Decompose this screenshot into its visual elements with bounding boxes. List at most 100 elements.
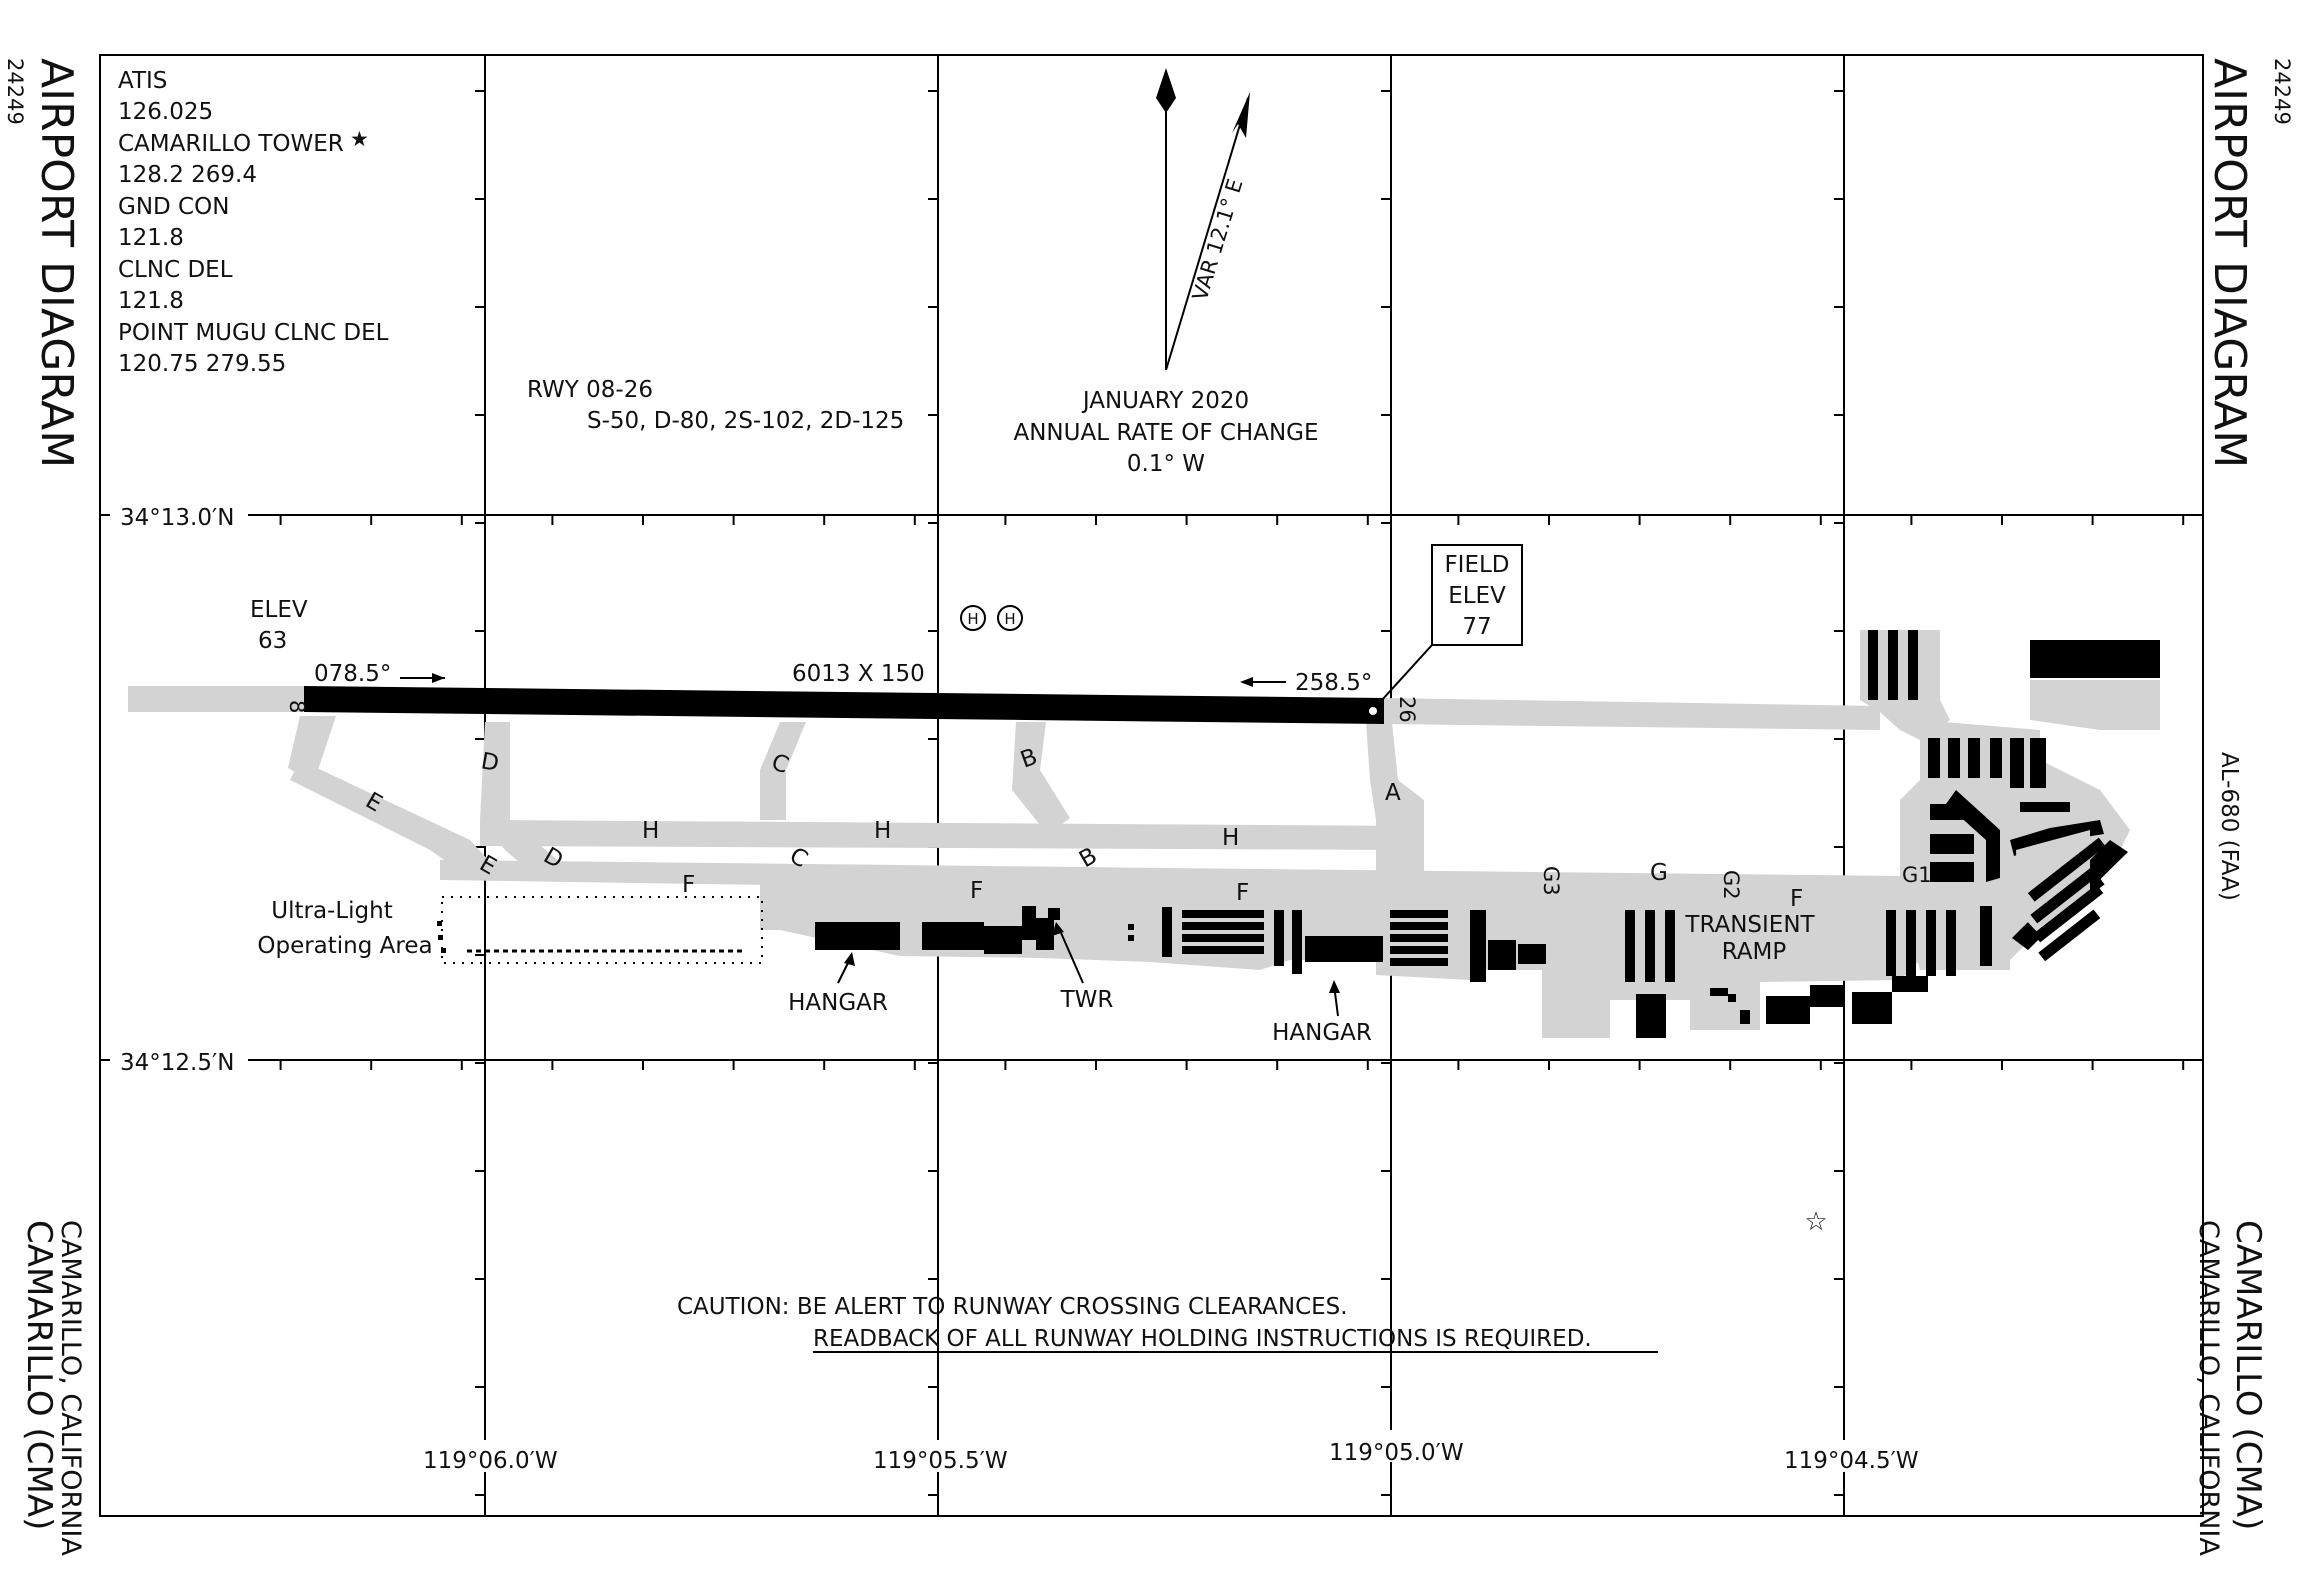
ultralight-label-1: Ultra-Light — [271, 898, 393, 924]
heliports: H H — [960, 605, 1023, 631]
heliport-icon — [997, 605, 1023, 631]
title-left: AIRPORT DIAGRAM — [31, 58, 82, 468]
longitude-label-4: 119°04.5′W — [1784, 1448, 1919, 1474]
beacon-icon: ☆ — [1804, 1207, 1827, 1237]
magnetic-north-arrow-icon — [1232, 92, 1250, 138]
runway-end-8: 8 — [285, 700, 309, 713]
runway-strength: RWY 08-26 S-50, D-80, 2S-102, 2D-125 — [527, 377, 904, 434]
rate-of-change-title: ANNUAL RATE OF CHANGE — [1013, 420, 1318, 446]
variation-epoch: JANUARY 2020 — [1081, 388, 1249, 414]
caution-note: CAUTION: BE ALERT TO RUNWAY CROSSING CLE… — [677, 1294, 1658, 1353]
heading-8-arrow-icon — [432, 673, 445, 683]
north-ramp — [1860, 630, 1950, 740]
airport-name-left: CAMARILLO (CMA) — [19, 1220, 59, 1530]
latitude-label-2: 34°12.5′N — [120, 1050, 234, 1076]
freq-value-5: 120.75 279.55 — [118, 351, 286, 377]
taxiway-label-h1: H — [642, 818, 659, 844]
freq-value-2: 128.2 269.4 — [118, 162, 257, 188]
ultralight-label-2: Operating Area — [257, 933, 432, 959]
taxiway-label-a: A — [1385, 780, 1401, 806]
procedure-number-left: 24249 — [3, 58, 27, 125]
elevations: ELEV 63 FIELD ELEV 77 — [250, 544, 1523, 701]
taxiway-label-f2: F — [970, 878, 983, 904]
runway-heading-8: 078.5° — [314, 661, 391, 687]
taxiway-label-h2: H — [874, 818, 891, 844]
field-elev-value: 77 — [1462, 614, 1491, 640]
hangar-arrow-icon — [844, 952, 855, 966]
elev-label: ELEV — [250, 597, 308, 623]
field-elev-box — [1431, 544, 1523, 646]
field-elev-label-2: ELEV — [1448, 583, 1506, 609]
tower-building — [1048, 908, 1060, 920]
frequency-box: ATIS 126.025 CAMARILLO TOWER ★ 128.2 269… — [112, 60, 402, 390]
tower-arrow-icon — [1052, 922, 1064, 936]
freq-value-1: 126.025 — [118, 99, 213, 125]
freq-value-3: 121.8 — [118, 225, 184, 251]
longitude-label-1: 119°06.0′W — [423, 1448, 558, 1474]
runway-end-26: 26 — [1395, 696, 1419, 723]
field-elevation-point — [1369, 707, 1377, 715]
chart-id: AL-680 (FAA) — [2216, 752, 2242, 901]
freq-name-1: ATIS — [118, 68, 167, 94]
tower-label: TWR — [1060, 987, 1114, 1013]
freq-name-3: GND CON — [118, 194, 229, 220]
freq-name-5: POINT MUGU CLNC DEL — [118, 320, 389, 346]
transient-ramp-label-1: TRANSIENT — [1684, 912, 1815, 938]
hangar-building — [1305, 936, 1383, 962]
taxiway-label-f4: F — [1790, 886, 1803, 912]
runway-dimensions: 6013 X 150 — [792, 661, 925, 687]
taxiway-labels: A B B C C D D E E F F F F H H H G G3 G2 … — [361, 744, 1932, 912]
field-elev-label-1: FIELD — [1444, 552, 1509, 578]
caution-line-2: READBACK OF ALL RUNWAY HOLDING INSTRUCTI… — [813, 1326, 1592, 1352]
right-sidebar: AIRPORT DIAGRAM 24249 AL-680 (FAA) CAMAR… — [2193, 58, 2294, 1556]
left-sidebar: AIRPORT DIAGRAM 24249 CAMARILLO (CMA) CA… — [3, 58, 86, 1556]
runway-heading-26: 258.5° — [1295, 670, 1372, 696]
heliport-symbol-2: H — [1004, 610, 1015, 628]
taxiway-label-g2: G2 — [1719, 870, 1743, 900]
freq-value-4: 121.8 — [118, 288, 184, 314]
taxiway-c — [760, 722, 806, 820]
longitude-label-2: 119°05.5′W — [873, 1448, 1008, 1474]
hangar-label-2: HANGAR — [1272, 1020, 1372, 1046]
taxiway-label-h3: H — [1222, 825, 1239, 851]
frame — [99, 54, 2204, 1517]
latitude-label-1: 34°13.0′N — [120, 505, 234, 531]
magnetic-variation: VAR 12.1° E JANUARY 2020 ANNUAL RATE OF … — [1013, 68, 1319, 477]
hangar-building — [815, 922, 900, 950]
grid-ticks — [189, 90, 2185, 1496]
taxiway-label-g3: G3 — [1539, 866, 1563, 896]
hangar-arrow-icon — [1329, 980, 1340, 993]
runway-26-extension — [1384, 698, 1880, 730]
runway-surface — [304, 686, 1384, 724]
taxiway-label-f1: F — [682, 872, 695, 898]
northeast-ramp — [2030, 680, 2160, 730]
freq-name-4: CLNC DEL — [118, 257, 233, 283]
taxiway-b — [1012, 722, 1070, 835]
caution-line-1: CAUTION: BE ALERT TO RUNWAY CROSSING CLE… — [677, 1294, 1348, 1320]
taxiway-label-f3: F — [1236, 880, 1249, 906]
freq-name-2: CAMARILLO TOWER — [118, 131, 344, 157]
taxiway-label-g1: G1 — [1902, 863, 1932, 887]
hangar-label-1: HANGAR — [788, 990, 888, 1016]
part-time-star-icon: ★ — [350, 127, 369, 151]
taxiway-label-g: G — [1650, 860, 1668, 886]
airport-name-right: CAMARILLO (CMA) — [2228, 1220, 2268, 1530]
ultralight-area: Ultra-Light Operating Area — [257, 896, 763, 964]
taxiway-h — [480, 820, 1420, 850]
city-state-left: CAMARILLO, CALIFORNIA — [55, 1220, 86, 1556]
true-north-arrow-icon — [1156, 68, 1176, 113]
grid — [99, 54, 2204, 1517]
coordinates: 34°13.0′N 34°12.5′N 119°06.0′W 119°05.5′… — [110, 500, 1930, 1474]
heliport-icon — [960, 605, 986, 631]
heliport-symbol-1: H — [967, 610, 978, 628]
elev-value: 63 — [258, 628, 287, 654]
rate-of-change-value: 0.1° W — [1127, 451, 1205, 477]
runway-strength-weights: S-50, D-80, 2S-102, 2D-125 — [587, 408, 904, 434]
procedure-number-right: 24249 — [2270, 58, 2294, 125]
title-right: AIRPORT DIAGRAM — [2204, 58, 2255, 468]
runway-strength-runway: RWY 08-26 — [527, 377, 653, 403]
taxiway-label-d1: D — [479, 748, 501, 777]
runway-08-26: 8 26 078.5° 258.5° 6013 X 150 — [285, 661, 1419, 724]
heading-26-arrow-icon — [1240, 677, 1253, 687]
